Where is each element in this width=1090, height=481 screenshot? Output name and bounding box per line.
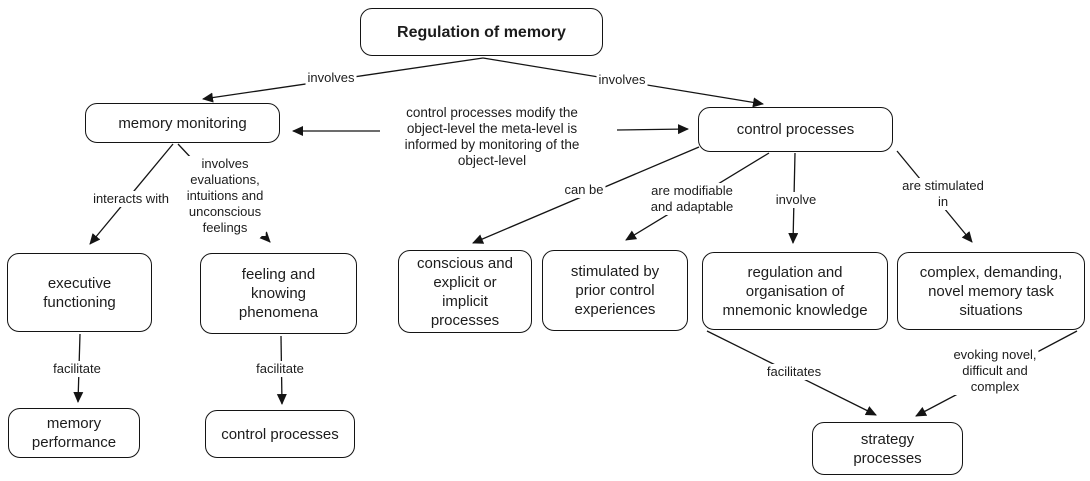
label-are-stimulated-in: are stimulated in: [900, 178, 986, 210]
label-facilitate-left: facilitate: [51, 361, 103, 377]
label-involve: involve: [773, 192, 819, 208]
label-involves-evaluations: involves evaluations, intuitions and unc…: [184, 156, 266, 236]
node-conscious-explicit-implicit[interactable]: conscious and explicit or implicit proce…: [398, 250, 532, 333]
node-strategy-processes[interactable]: strategy processes: [812, 422, 963, 475]
label-interacts-with: interacts with: [91, 191, 171, 207]
label-evoking-novel: evoking novel, difficult and complex: [951, 347, 1039, 395]
label-meta-level-note: control processes modify the object-leve…: [390, 105, 594, 169]
node-regulation-of-memory[interactable]: Regulation of memory: [360, 8, 603, 56]
label-facilitates: facilitates: [764, 364, 824, 380]
node-executive-functioning[interactable]: executive functioning: [7, 253, 152, 332]
edge-meta-to-control: [616, 124, 689, 135]
label-facilitate-right: facilitate: [254, 361, 306, 377]
label-can-be: can be: [562, 182, 606, 198]
label-are-modifiable: are modifiable and adaptable: [648, 183, 736, 215]
node-control-processes[interactable]: control processes: [698, 107, 893, 152]
node-control-processes-bottom[interactable]: control processes: [205, 410, 355, 458]
node-feeling-knowing-phenomena[interactable]: feeling and knowing phenomena: [200, 253, 357, 334]
node-complex-demanding-situations[interactable]: complex, demanding, novel memory task si…: [897, 252, 1085, 330]
node-memory-monitoring[interactable]: memory monitoring: [85, 103, 280, 143]
label-involves-left: involves: [305, 70, 357, 86]
label-involves-right: involves: [596, 72, 648, 88]
node-regulation-organisation-knowledge[interactable]: regulation and organisation of mnemonic …: [702, 252, 888, 330]
node-memory-performance[interactable]: memory performance: [8, 408, 140, 458]
node-stimulated-prior-experiences[interactable]: stimulated by prior control experiences: [542, 250, 688, 331]
